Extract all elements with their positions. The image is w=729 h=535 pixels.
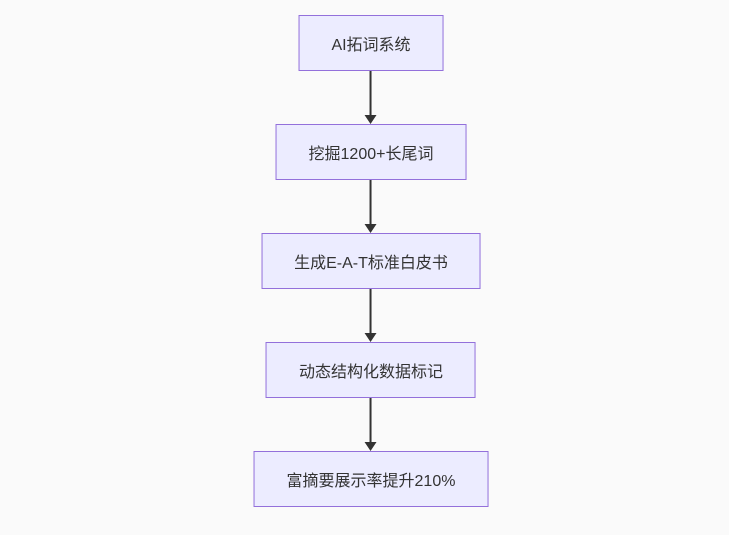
arrow-line bbox=[370, 71, 372, 115]
flow-node-longtail-mining: 挖掘1200+长尾词 bbox=[275, 124, 467, 180]
flow-edge-4 bbox=[365, 398, 377, 451]
flow-node-eat-whitepaper: 生成E-A-T标准白皮书 bbox=[261, 233, 481, 289]
flowchart: AI拓词系统 挖掘1200+长尾词 生成E-A-T标准白皮书 动态结构化数据标记… bbox=[253, 15, 489, 507]
arrow-down-icon bbox=[365, 333, 377, 342]
arrow-down-icon bbox=[365, 115, 377, 124]
flow-edge-2 bbox=[365, 180, 377, 233]
flow-edge-3 bbox=[365, 289, 377, 342]
arrow-line bbox=[370, 289, 372, 333]
arrow-down-icon bbox=[365, 442, 377, 451]
arrow-line bbox=[370, 180, 372, 224]
flow-edge-1 bbox=[365, 71, 377, 124]
arrow-down-icon bbox=[365, 224, 377, 233]
flow-node-rich-snippet-uplift: 富摘要展示率提升210% bbox=[253, 451, 489, 507]
flow-node-structured-data-markup: 动态结构化数据标记 bbox=[265, 342, 476, 398]
flow-node-ai-keyword-system: AI拓词系统 bbox=[298, 15, 444, 71]
arrow-line bbox=[370, 398, 372, 442]
